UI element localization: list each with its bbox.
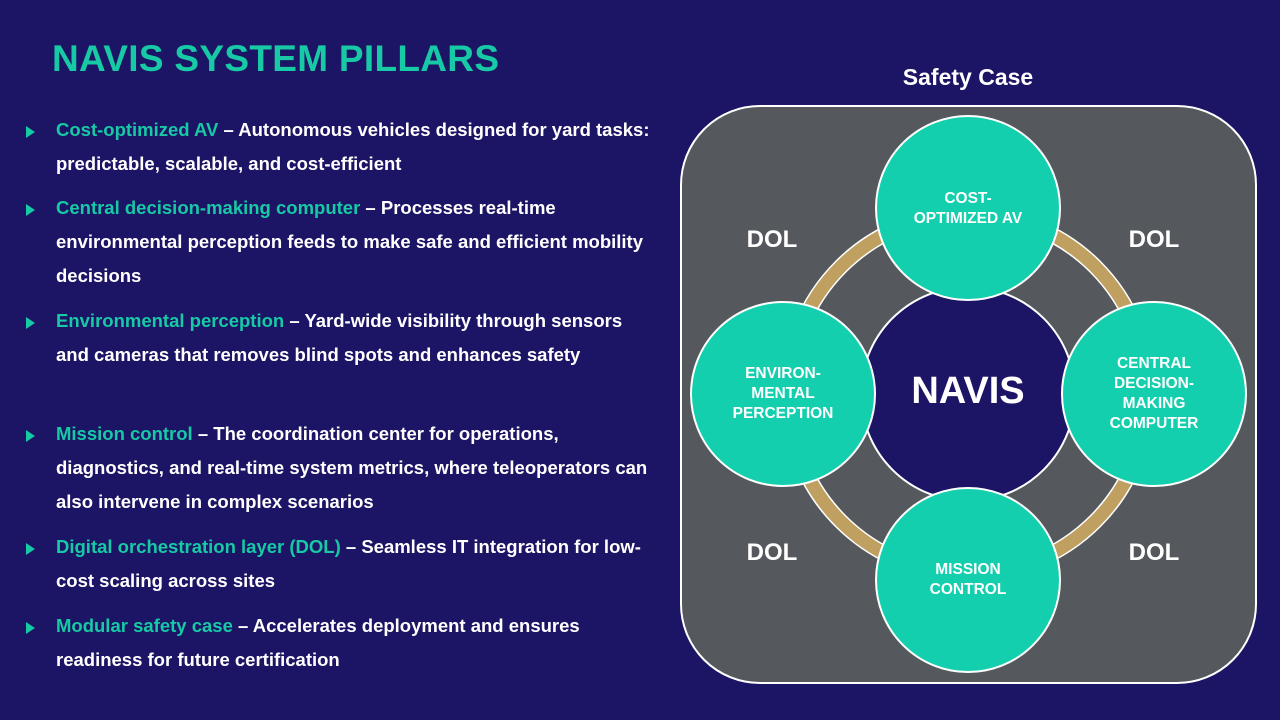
- dol-label: DOL: [1128, 539, 1180, 566]
- arrow-bullet-icon: [26, 204, 35, 216]
- arrow-bullet-icon: [26, 317, 35, 329]
- pillar-circle-bottom: [875, 487, 1061, 673]
- pillar-circle-right: [1061, 301, 1247, 487]
- page-title: NAVIS SYSTEM PILLARS: [52, 38, 500, 79]
- bullet-item: Digital orchestration layer (DOL) – Seam…: [26, 530, 656, 598]
- pillar-label-bottom: MISSION CONTROL: [929, 561, 1007, 598]
- bullet-term: Modular safety case: [56, 615, 233, 636]
- pillar-circle-left: [690, 301, 876, 487]
- bullet-text: – Yard-wide visibility through sensors a…: [56, 310, 623, 365]
- dol-label: DOL: [1128, 226, 1180, 253]
- bullet-term: Mission control: [56, 423, 193, 444]
- bullet-text: – Seamless IT integration for low-cost s…: [56, 536, 641, 591]
- arrow-bullet-icon: [26, 430, 35, 442]
- bullet-text: – Accelerates deployment and ensures rea…: [56, 615, 580, 670]
- pillar-label-left: ENVIRON- MENTAL PERCEPTION: [732, 365, 834, 422]
- dol-label: DOL: [746, 539, 798, 566]
- pillar-label-top: COST- OPTIMIZED AV: [913, 190, 1023, 227]
- arrow-bullet-icon: [26, 126, 35, 138]
- bullet-item: Mission control – The coordination cente…: [26, 417, 656, 519]
- bullet-term: Digital orchestration layer (DOL): [56, 536, 341, 557]
- bullet-text: – Autonomous vehicles designed for yard …: [56, 119, 650, 174]
- bullet-text: – The coordination center for operations…: [56, 423, 648, 512]
- bullet-item: Central decision-making computer – Proce…: [26, 191, 656, 293]
- arrow-bullet-icon: [26, 622, 35, 634]
- pillar-label-right: CENTRAL DECISION- MAKING COMPUTER: [1109, 355, 1199, 432]
- bullet-item: Environmental perception – Yard-wide vis…: [26, 304, 656, 372]
- bullet-item: Cost-optimized AV – Autonomous vehicles …: [26, 113, 656, 181]
- dol-label: DOL: [746, 226, 798, 253]
- bullet-term: Central decision-making computer: [56, 197, 361, 218]
- navis-label: NAVIS: [911, 370, 1025, 412]
- bullet-term: Environmental perception: [56, 310, 285, 331]
- pillar-circle-top: [875, 115, 1061, 301]
- safety-case-title: Safety Case: [902, 64, 1034, 90]
- bullet-term: Cost-optimized AV: [56, 119, 219, 140]
- bullet-item: Modular safety case – Accelerates deploy…: [26, 609, 656, 677]
- arrow-bullet-icon: [26, 543, 35, 555]
- bullet-text: – Processes real-time environmental perc…: [56, 197, 644, 286]
